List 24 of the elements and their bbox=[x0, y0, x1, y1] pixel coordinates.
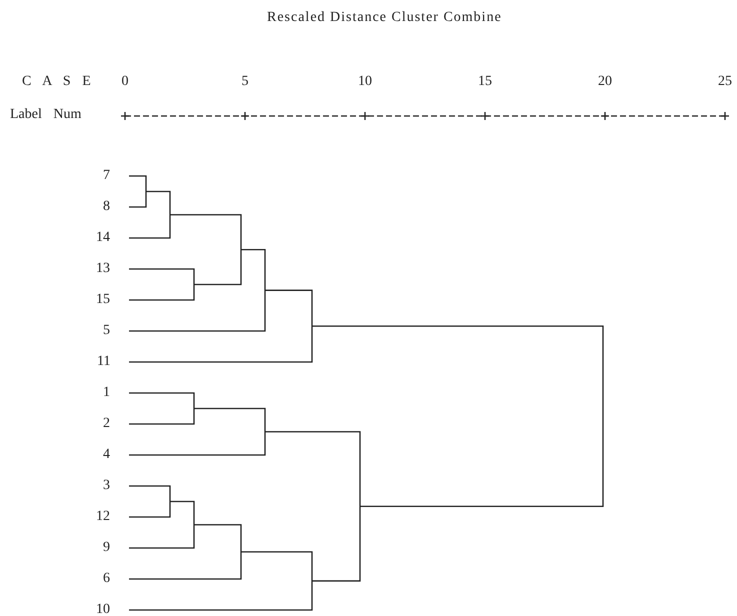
case-label: 13 bbox=[96, 261, 110, 277]
case-label: 2 bbox=[103, 416, 110, 432]
case-label: 8 bbox=[103, 199, 110, 215]
case-label: 4 bbox=[103, 447, 110, 463]
tick-label: 20 bbox=[598, 74, 612, 90]
case-label: 10 bbox=[96, 602, 110, 616]
tick-label: 25 bbox=[718, 74, 732, 90]
case-label: 11 bbox=[97, 354, 110, 370]
tick-label: 15 bbox=[478, 74, 492, 90]
case-label: 14 bbox=[96, 230, 110, 246]
case-label: 15 bbox=[96, 292, 110, 308]
case-label: 9 bbox=[103, 540, 110, 556]
chart-title: Rescaled Distance Cluster Combine bbox=[267, 10, 502, 26]
case-label: 5 bbox=[103, 323, 110, 339]
tick-label: 0 bbox=[122, 74, 128, 90]
tick-label: 5 bbox=[242, 74, 248, 90]
case-label: 1 bbox=[103, 385, 110, 401]
case-label: 6 bbox=[103, 571, 110, 587]
axis-header: Label Num bbox=[10, 107, 82, 123]
case-label: 3 bbox=[103, 478, 110, 494]
case-label: 12 bbox=[96, 509, 110, 525]
tick-label: 10 bbox=[358, 74, 372, 90]
case-label: 7 bbox=[103, 168, 110, 184]
axis-header: C A S E bbox=[22, 74, 95, 90]
